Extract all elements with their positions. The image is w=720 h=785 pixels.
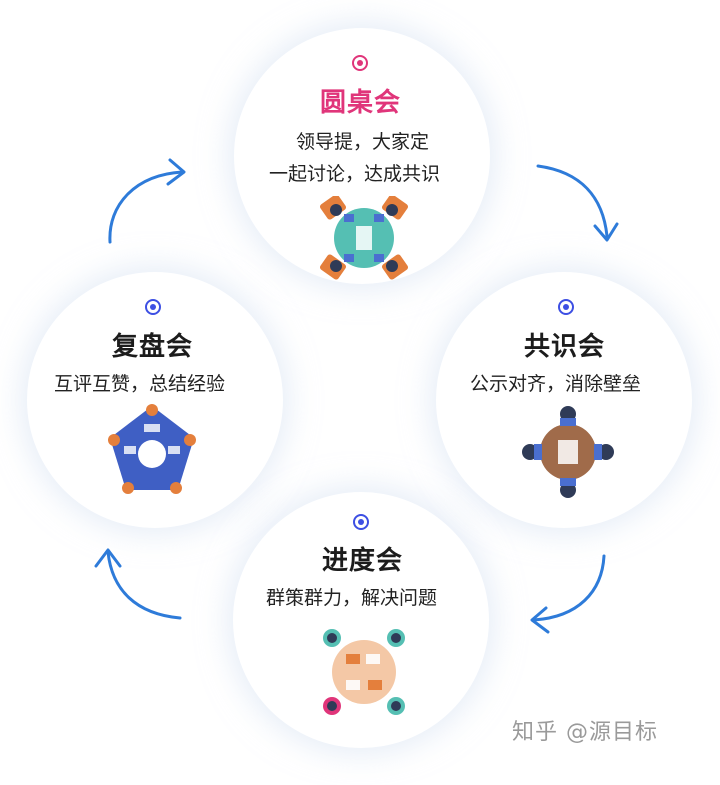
- review-meeting-icon: [108, 404, 196, 494]
- consensus-meeting-icon: [522, 406, 614, 498]
- progress-meeting-icon: [323, 629, 405, 715]
- node-title-review: 复盘会: [112, 332, 194, 362]
- node-desc-line: 互评互赞，总结经验: [54, 373, 226, 395]
- arrow-bottom-to-left: [106, 550, 182, 620]
- node-marker-dot: [353, 514, 369, 530]
- node-marker-dot: [145, 299, 161, 315]
- round-table-meeting-icon: [320, 196, 408, 280]
- node-marker-dot: [352, 55, 368, 71]
- node-desc-line: 群策群力，解决问题: [266, 587, 438, 609]
- node-title-round-table: 圆桌会: [320, 88, 402, 118]
- node-desc-line: 一起讨论，达成共识: [269, 163, 441, 185]
- arrow-top-to-right-head: [593, 222, 619, 242]
- node-progress: [233, 492, 489, 748]
- arrow-left-to-top-head: [166, 158, 186, 186]
- node-title-consensus: 共识会: [524, 332, 606, 362]
- node-desc-line: 公示对齐，消除壁垒: [470, 373, 642, 395]
- watermark: 知乎 @源目标: [512, 720, 658, 745]
- node-marker-dot: [558, 299, 574, 315]
- arrow-right-to-bottom-head: [530, 606, 550, 634]
- node-desc-line: 领导提，大家定: [296, 131, 430, 153]
- arrow-top-to-right: [536, 164, 609, 238]
- arrow-left-to-top: [108, 170, 184, 244]
- arrow-right-to-bottom: [532, 554, 606, 622]
- node-title-progress: 进度会: [322, 546, 404, 576]
- arrow-bottom-to-left-head: [94, 548, 122, 568]
